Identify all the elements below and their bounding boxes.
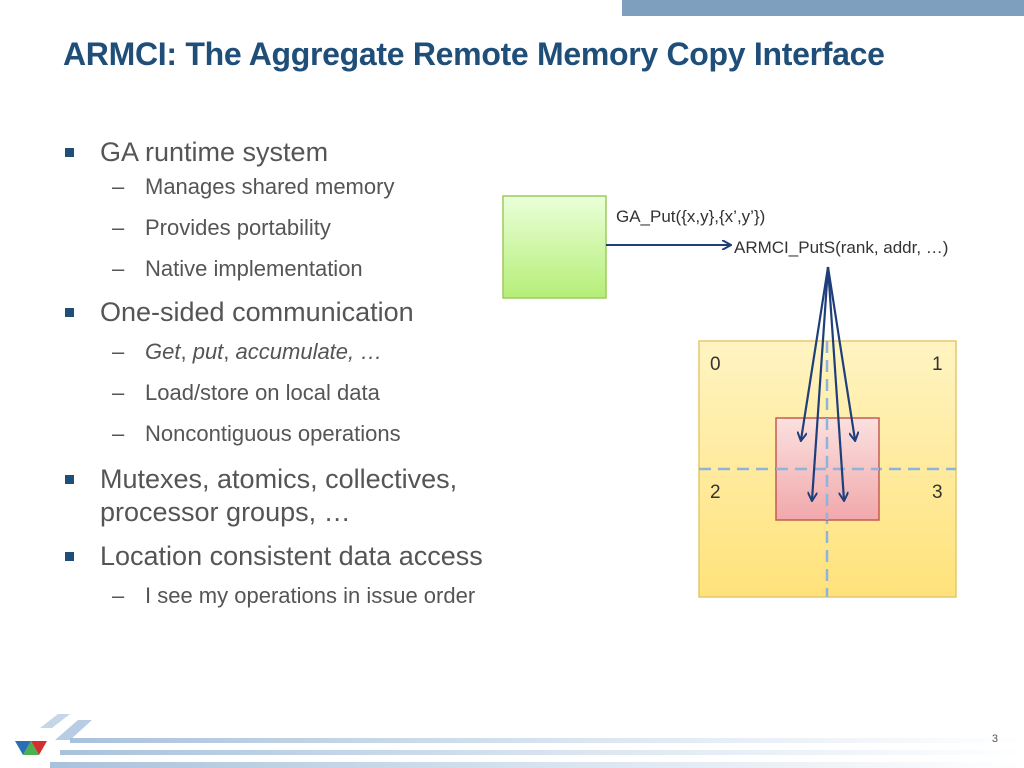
arrow-to-quadrant-1 — [826, 266, 855, 440]
sub-bullet-shared-memory: Manages shared memory — [62, 173, 562, 201]
sub-bullet-load-store: Load/store on local data — [62, 379, 562, 407]
sub-bullet-native: Native implementation — [62, 255, 562, 283]
quadrant-label-0: 0 — [710, 354, 721, 375]
get-text: Get — [145, 339, 181, 364]
arrow-to-quadrant-3 — [826, 266, 844, 500]
slide-title: ARMCI: The Aggregate Remote Memory Copy … — [63, 36, 885, 72]
ga-put-label: GA_Put({x,y},{x’,y’}) — [616, 207, 765, 226]
put-text: put — [192, 339, 224, 364]
bullet-mutexes: Mutexes, atomics, collectives,processor … — [62, 463, 562, 529]
bullet-ga-runtime: GA runtime system — [62, 136, 562, 169]
process-box — [502, 195, 607, 299]
sub-bullet-issue-order: I see my operations in issue order — [62, 582, 562, 610]
bullet-mutexes-line2: processor groups, … — [100, 497, 351, 527]
quadrant-label-3: 3 — [932, 482, 943, 503]
header-accent-bar — [622, 0, 1024, 16]
bullet-one-sided: One-sided communication — [62, 296, 562, 329]
armci-puts-label: ARMCI_PutS(rank, addr, …) — [734, 238, 948, 257]
arrow-to-quadrant-2 — [812, 266, 830, 500]
footer-decoration — [15, 714, 1024, 768]
page-number: 3 — [991, 733, 998, 745]
sub-bullet-get-put: Get, put, accumulate, … — [62, 338, 562, 366]
sep-text-1: , — [180, 339, 193, 364]
arrow-to-quadrant-0 — [801, 266, 830, 440]
bullet-mutexes-line1: Mutexes, atomics, collectives, — [100, 464, 458, 494]
bullet-location-consistent: Location consistent data access — [62, 540, 562, 573]
quadrant-label-1: 1 — [932, 354, 943, 375]
quadrant-label-2: 2 — [710, 482, 721, 503]
bullet-list: GA runtime system Manages shared memory … — [62, 136, 562, 610]
argonne-logo-icon — [15, 741, 47, 755]
sub-bullet-portability: Provides portability — [62, 214, 562, 242]
sep-text-2: , — [223, 339, 236, 364]
sub-bullet-noncontiguous: Noncontiguous operations — [62, 420, 562, 448]
accumulate-text: accumulate, … — [235, 339, 383, 364]
